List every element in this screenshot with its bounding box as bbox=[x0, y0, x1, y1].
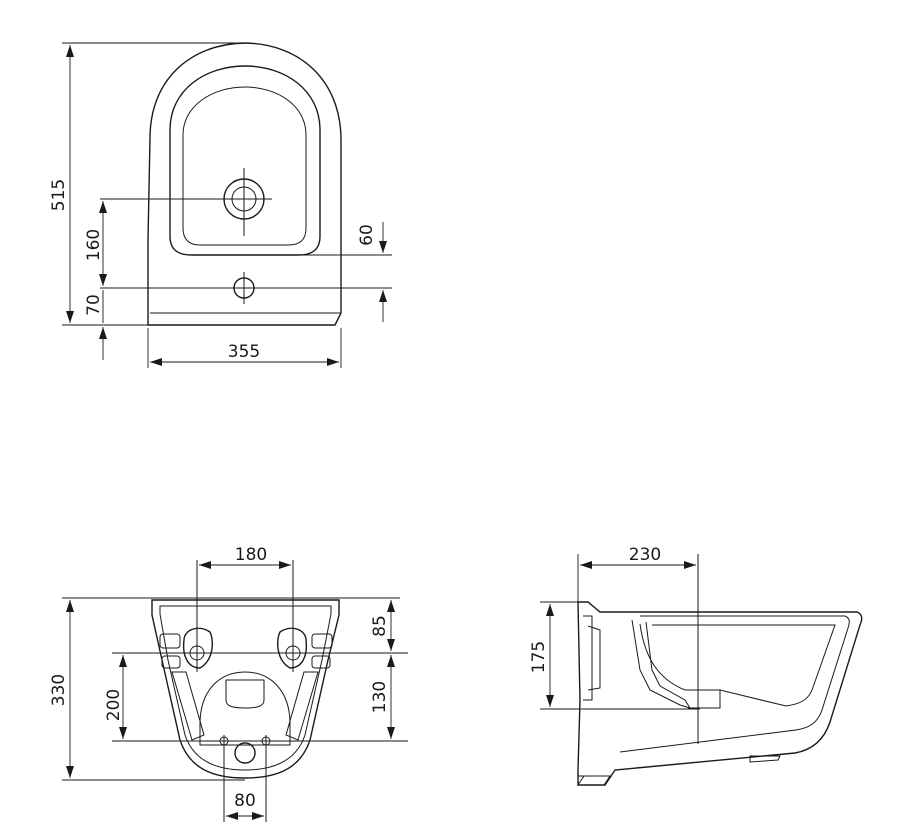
dim-200: 200 bbox=[104, 689, 124, 721]
dim-80: 80 bbox=[234, 791, 256, 811]
dim-70: 70 bbox=[84, 294, 104, 316]
top-view: 515 160 70 60 355 bbox=[49, 42, 392, 368]
dim-355: 355 bbox=[228, 342, 260, 362]
side-view: 230 175 bbox=[529, 545, 863, 786]
dim-175: 175 bbox=[529, 641, 549, 673]
top-view-bowl-inner bbox=[182, 86, 307, 246]
side-view-outline bbox=[577, 601, 863, 786]
dim-330: 330 bbox=[49, 674, 69, 706]
dim-130: 130 bbox=[370, 681, 390, 713]
dim-230: 230 bbox=[629, 545, 661, 565]
back-view-outline bbox=[151, 599, 340, 779]
top-view-rim bbox=[169, 65, 321, 256]
dim-85: 85 bbox=[370, 615, 390, 637]
dim-180: 180 bbox=[235, 545, 267, 565]
dim-60: 60 bbox=[357, 224, 377, 246]
back-view: 180 330 200 85 130 80 bbox=[49, 545, 408, 822]
dim-160: 160 bbox=[84, 229, 104, 261]
dim-515: 515 bbox=[49, 179, 69, 211]
